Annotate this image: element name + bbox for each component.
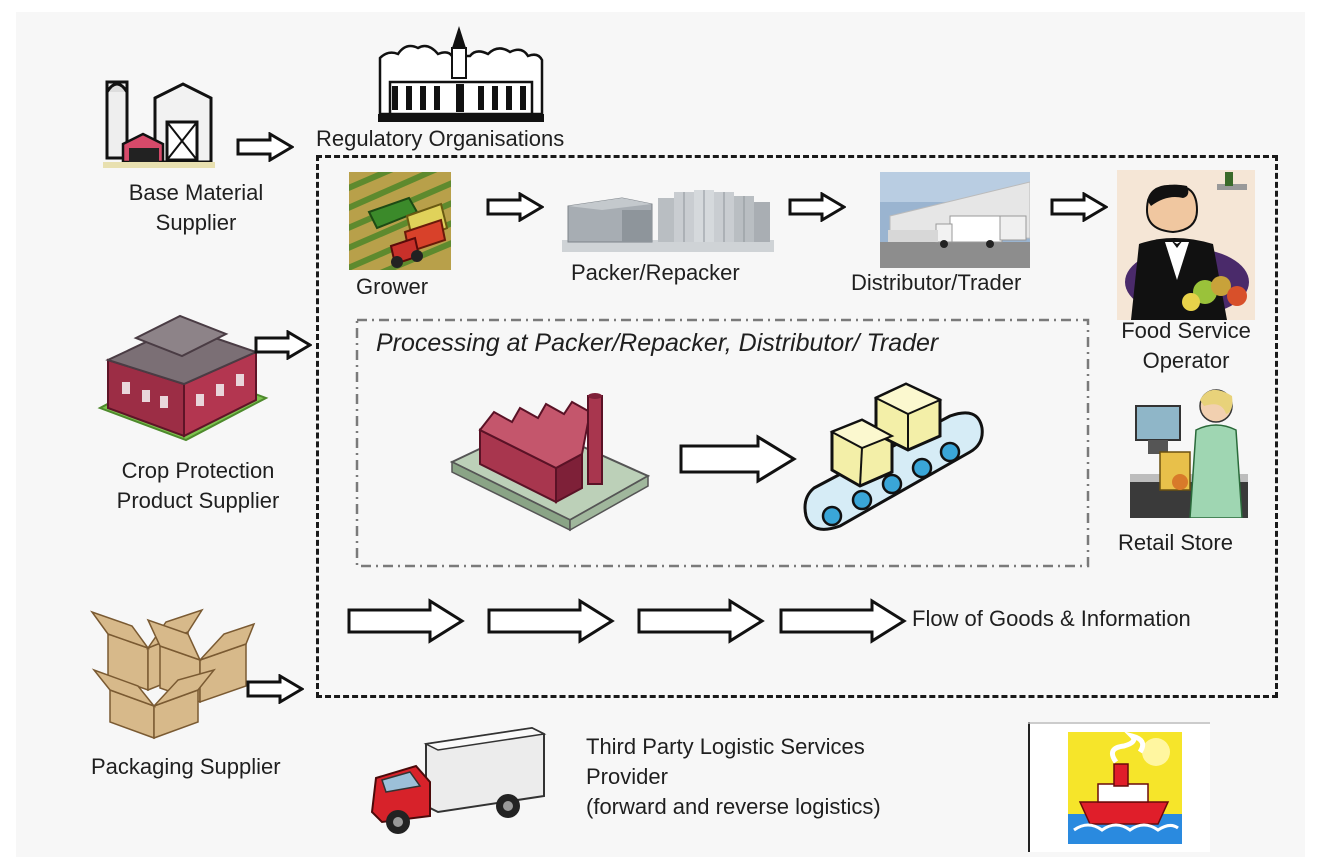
- delivery-truck-icon: [370, 726, 547, 834]
- base-material-label: Base Material Supplier: [96, 178, 296, 238]
- harvester-field-icon: [349, 172, 451, 270]
- packing-plant-icon: [562, 190, 774, 252]
- arrow-distributor-to-retail: [1050, 192, 1108, 222]
- grower-label: Grower: [356, 274, 429, 299]
- conveyor-belt-icon: [803, 382, 984, 531]
- cargo-ship-icon: [1028, 722, 1210, 852]
- base-material-line-1: Base Material: [128, 180, 264, 205]
- flow-label: Flow of Goods & Information: [912, 606, 1191, 631]
- warehouse-icon: [97, 314, 269, 442]
- arrow-packaging-to-chain: [246, 674, 304, 704]
- factory-icon: [450, 393, 650, 532]
- crop-protection-line-2: Product Supplier: [116, 488, 280, 513]
- regulatory-label: Regulatory Organisations: [316, 126, 565, 151]
- arrow-base-to-regulatory: [236, 132, 294, 162]
- farm-barn-icon: [103, 80, 215, 168]
- supply-chain-boundary: [316, 155, 1278, 698]
- food-service-label: Food Service Operator: [1096, 316, 1276, 376]
- food-service-line-1: Food Service: [1121, 318, 1251, 343]
- loading-dock-trucks-icon: [880, 172, 1030, 268]
- processing-title: Processing at Packer/Repacker, Distribut…: [376, 329, 939, 357]
- third-party-line-1: Third Party Logistic Services: [586, 734, 865, 759]
- capitol-building-icon: [378, 26, 544, 122]
- processing-boundary: [355, 318, 1090, 568]
- waiter-icon: [1117, 170, 1255, 320]
- third-party-line-3: (forward and reverse logistics): [586, 794, 881, 819]
- retail-label: Retail Store: [1118, 530, 1233, 555]
- distributor-label: Distributor/Trader: [851, 270, 1022, 295]
- arrow-packer-to-distributor: [788, 192, 846, 222]
- food-service-line-2: Operator: [1142, 348, 1230, 373]
- flow-arrow-4: [779, 598, 907, 644]
- packer-label: Packer/Repacker: [571, 260, 740, 285]
- arrow-factory-to-conveyor: [679, 434, 797, 484]
- base-material-line-2: Supplier: [155, 210, 237, 235]
- open-boxes-icon: [89, 608, 256, 740]
- flow-arrow-1: [347, 598, 465, 644]
- diagram-panel: [16, 12, 1305, 857]
- flow-arrow-3: [637, 598, 765, 644]
- crop-protection-line-1: Crop Protection: [121, 458, 275, 483]
- cashier-icon: [1130, 389, 1248, 518]
- arrow-grower-to-packer: [486, 192, 544, 222]
- packaging-label: Packaging Supplier: [91, 754, 281, 779]
- third-party-label: Third Party Logistic Services Provider (…: [586, 732, 881, 822]
- crop-protection-label: Crop Protection Product Supplier: [90, 456, 306, 516]
- third-party-line-2: Provider: [586, 764, 668, 789]
- flow-arrow-2: [487, 598, 615, 644]
- arrow-crop-to-chain: [254, 330, 312, 360]
